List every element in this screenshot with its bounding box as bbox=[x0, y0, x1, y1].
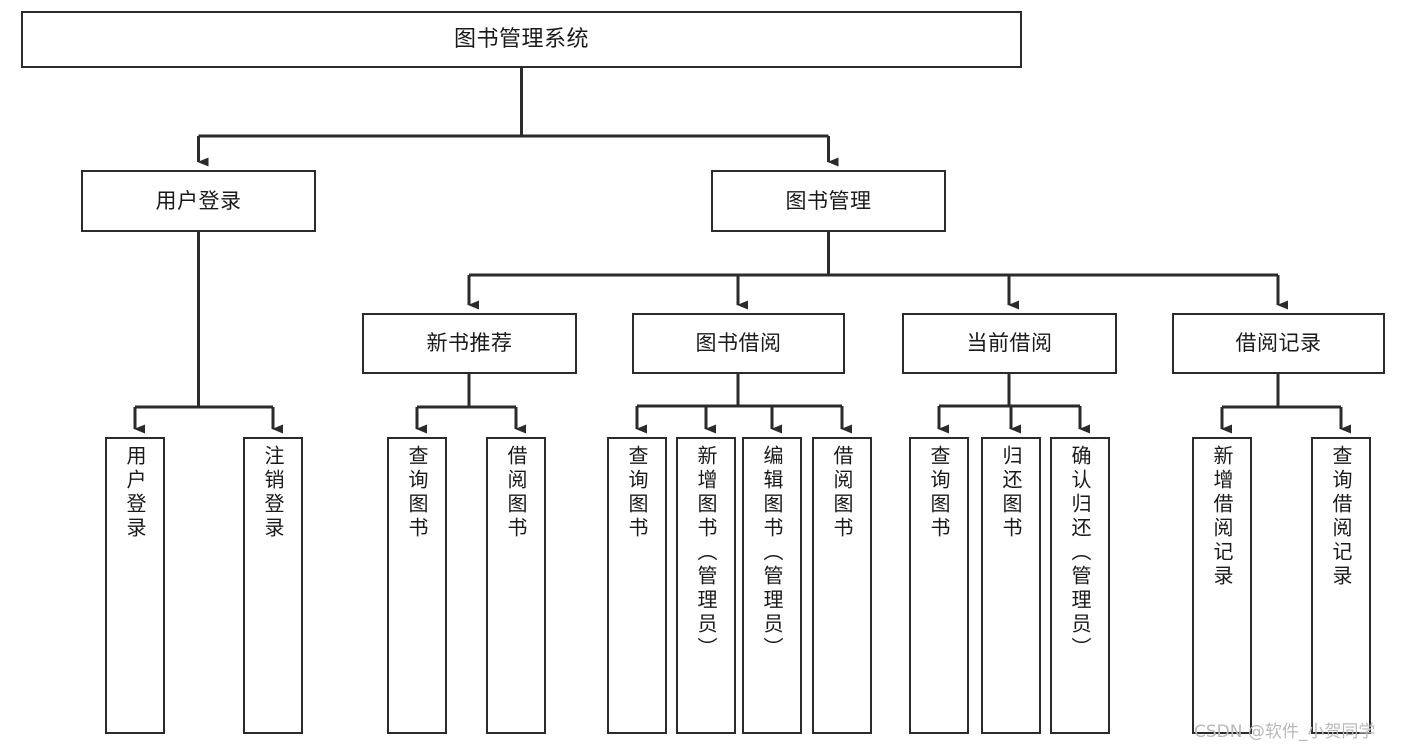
node-book-manage[interactable]: 图书管理 bbox=[711, 170, 946, 232]
node-leaf-query-borrow-record[interactable]: 查询借阅记录 bbox=[1311, 437, 1371, 734]
node-leaf-add-book-admin-label: 新增图书（管理员） bbox=[694, 445, 718, 661]
node-borrow-record-label: 借阅记录 bbox=[1235, 331, 1322, 356]
node-user-login[interactable]: 用户登录 bbox=[81, 170, 316, 232]
node-leaf-query-book-recommend[interactable]: 查询图书 bbox=[387, 437, 447, 734]
node-leaf-add-borrow-record-label: 新增借阅记录 bbox=[1210, 445, 1234, 589]
node-book-manage-label: 图书管理 bbox=[785, 188, 872, 213]
node-root-system[interactable]: 图书管理系统 bbox=[21, 11, 1022, 68]
node-leaf-return-book-label: 归还图书 bbox=[999, 445, 1023, 541]
node-leaf-query-book-borrow[interactable]: 查询图书 bbox=[607, 437, 667, 734]
node-borrow-record[interactable]: 借阅记录 bbox=[1172, 313, 1385, 374]
node-leaf-user-login-label: 用户登录 bbox=[123, 445, 147, 541]
node-leaf-user-login[interactable]: 用户登录 bbox=[105, 437, 165, 734]
node-user-login-label: 用户登录 bbox=[155, 188, 242, 213]
node-leaf-query-book-current-label: 查询图书 bbox=[927, 445, 951, 541]
node-current-borrow[interactable]: 当前借阅 bbox=[902, 313, 1117, 374]
node-leaf-borrow-book-borrow[interactable]: 借阅图书 bbox=[812, 437, 872, 734]
node-leaf-return-book[interactable]: 归还图书 bbox=[981, 437, 1041, 734]
node-leaf-confirm-return-admin[interactable]: 确认归还（管理员） bbox=[1050, 437, 1110, 734]
node-book-borrow-label: 图书借阅 bbox=[695, 331, 782, 356]
node-leaf-borrow-book-borrow-label: 借阅图书 bbox=[830, 445, 854, 541]
node-leaf-edit-book-admin[interactable]: 编辑图书（管理员） bbox=[742, 437, 802, 734]
node-current-borrow-label: 当前借阅 bbox=[966, 331, 1053, 356]
node-leaf-query-book-current[interactable]: 查询图书 bbox=[909, 437, 969, 734]
node-leaf-borrow-book-recommend-label: 借阅图书 bbox=[504, 445, 528, 541]
node-new-book-recommend-label: 新书推荐 bbox=[426, 331, 513, 356]
node-book-borrow[interactable]: 图书借阅 bbox=[632, 313, 845, 374]
node-leaf-confirm-return-admin-label: 确认归还（管理员） bbox=[1068, 445, 1092, 661]
node-leaf-query-book-recommend-label: 查询图书 bbox=[405, 445, 429, 541]
node-leaf-borrow-book-recommend[interactable]: 借阅图书 bbox=[486, 437, 546, 734]
node-new-book-recommend[interactable]: 新书推荐 bbox=[362, 313, 577, 374]
node-leaf-query-book-borrow-label: 查询图书 bbox=[625, 445, 649, 541]
csdn-watermark: CSDN @软件_小贺同学 bbox=[1194, 722, 1376, 742]
node-leaf-logout-label: 注销登录 bbox=[261, 445, 285, 541]
node-leaf-query-borrow-record-label: 查询借阅记录 bbox=[1329, 445, 1353, 589]
node-leaf-add-book-admin[interactable]: 新增图书（管理员） bbox=[676, 437, 736, 734]
node-root-system-label: 图书管理系统 bbox=[453, 26, 589, 52]
node-leaf-logout[interactable]: 注销登录 bbox=[243, 437, 303, 734]
node-leaf-add-borrow-record[interactable]: 新增借阅记录 bbox=[1192, 437, 1252, 734]
node-leaf-edit-book-admin-label: 编辑图书（管理员） bbox=[760, 445, 784, 661]
